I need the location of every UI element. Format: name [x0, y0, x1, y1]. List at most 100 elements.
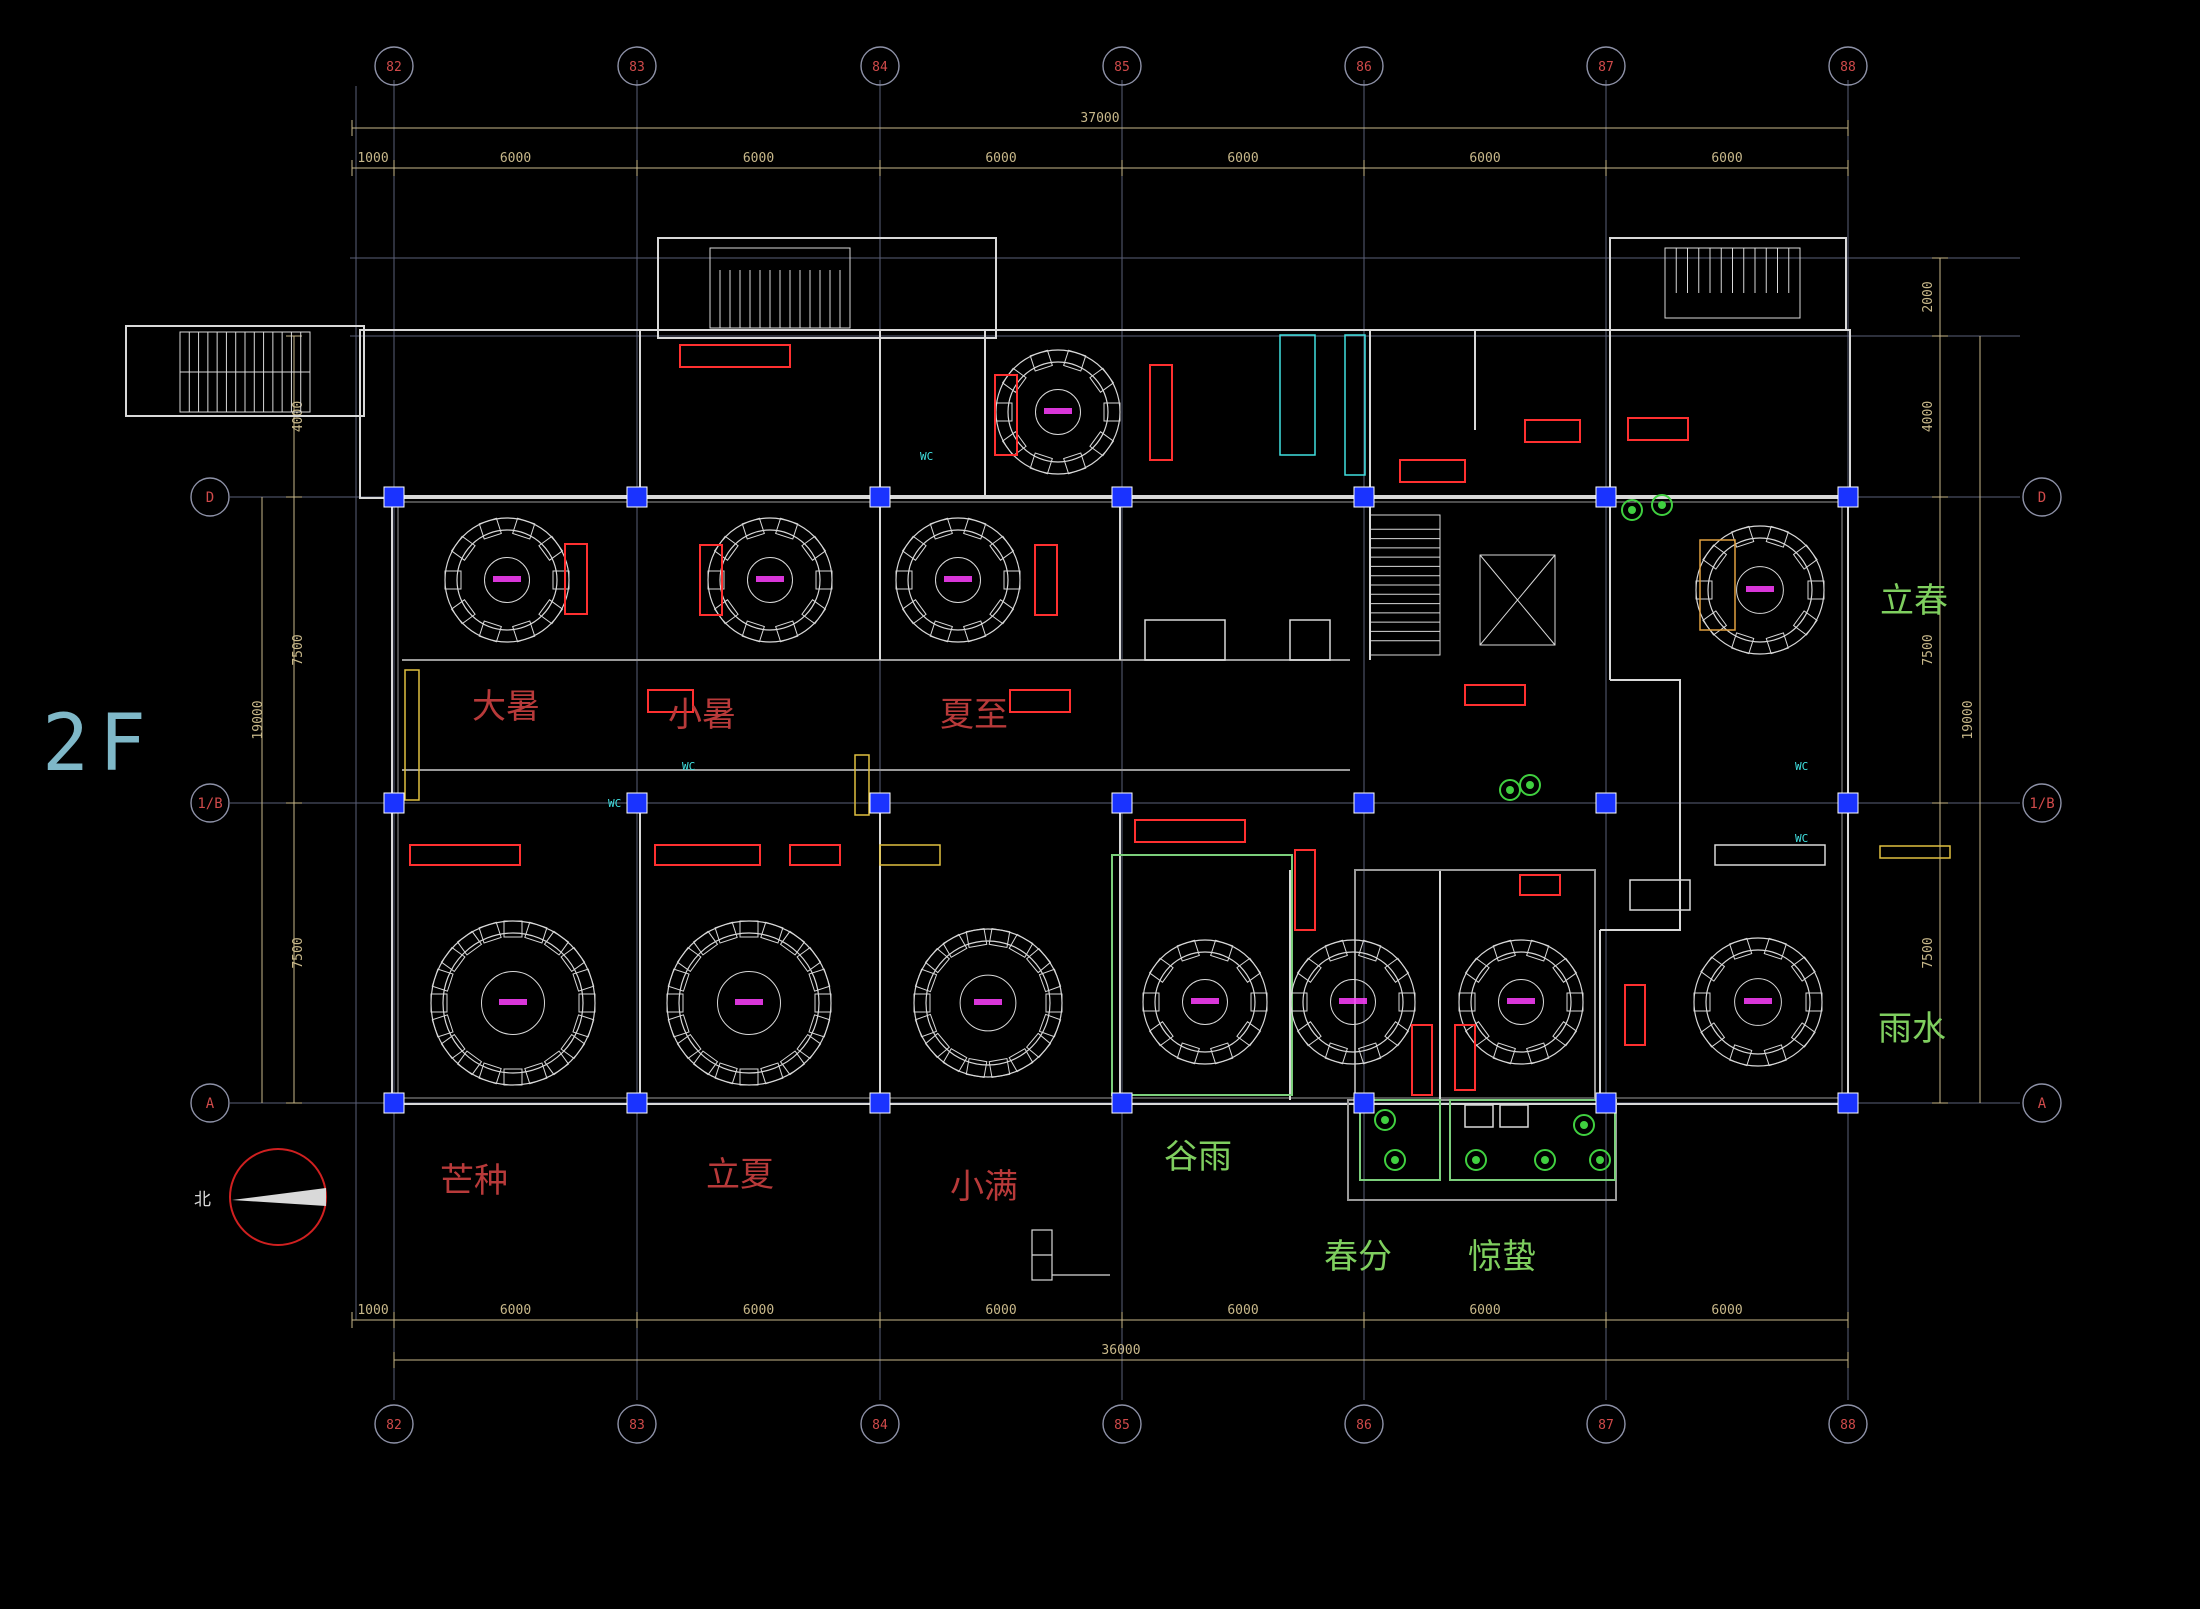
chair: [796, 1033, 822, 1060]
plant-icon: [1651, 494, 1673, 516]
dining-table: [1693, 937, 1823, 1067]
lazy-susan: [484, 557, 530, 603]
chair: [524, 1062, 548, 1085]
chair: [1063, 452, 1087, 475]
chair: [1763, 1044, 1787, 1067]
structural-column: [1111, 792, 1133, 814]
chair: [1210, 1042, 1234, 1065]
chair: [1029, 452, 1053, 475]
chair: [512, 517, 536, 540]
chair: [692, 1050, 719, 1076]
chair: [1700, 956, 1726, 982]
chair: [963, 517, 987, 540]
chair: [707, 570, 725, 590]
chair: [667, 1014, 690, 1038]
chair: [914, 1013, 938, 1038]
wc-label: WC: [920, 450, 933, 463]
chair: [543, 1050, 570, 1076]
wc-label: WC: [608, 797, 621, 810]
chair: [924, 1032, 951, 1059]
dimension-label: 6000: [1469, 1303, 1500, 1318]
chair: [1790, 1022, 1816, 1048]
dimension-label: 7500: [1921, 937, 1936, 968]
chair: [760, 1062, 784, 1085]
room-name-guyu: 谷雨: [1164, 1137, 1232, 1177]
table-tag: [1044, 408, 1072, 414]
chair: [1526, 1042, 1550, 1065]
structural-column: [869, 486, 891, 508]
dimension-label: 6000: [500, 151, 531, 166]
dimension-total-label: 19000: [1961, 700, 1976, 739]
chair: [478, 1062, 502, 1085]
lazy-susan: [1736, 566, 1784, 614]
plant-leaf: [1506, 786, 1514, 794]
chair: [1142, 992, 1160, 1012]
chair: [1700, 1022, 1726, 1048]
room-name-xiazhi: 夏至: [940, 695, 1008, 735]
chair: [572, 1014, 595, 1038]
dimension-label: 7500: [1921, 634, 1936, 665]
axis-label-87: 87: [1598, 1418, 1614, 1433]
dimension-label: 7500: [291, 634, 306, 665]
room-labels: WC WC WC WC WC: [608, 450, 1808, 845]
chair: [988, 1057, 1011, 1079]
wc-label: WC: [682, 760, 695, 773]
axis-bubble: [860, 46, 900, 86]
dimension-label: 6000: [1711, 1303, 1742, 1318]
chair: [901, 599, 927, 625]
chair: [1729, 937, 1753, 960]
plant-leaf: [1526, 781, 1534, 789]
chair: [901, 535, 927, 561]
axis-label-86: 86: [1356, 60, 1372, 75]
axis-bubble: [2022, 477, 2062, 517]
chair: [1805, 992, 1823, 1012]
axis-bubble: [190, 1083, 230, 1123]
lazy-susan: [1182, 979, 1228, 1025]
chair: [503, 1068, 523, 1086]
lazy-susan: [959, 974, 1017, 1032]
dining-table: [1458, 939, 1584, 1065]
axis-bubble: [2022, 1083, 2062, 1123]
table-tag: [1744, 998, 1772, 1004]
axis-bubble: [1586, 46, 1626, 86]
axis-label-row: A: [2038, 1096, 2047, 1112]
chair: [478, 921, 502, 944]
chair: [796, 946, 822, 973]
chair: [1790, 956, 1816, 982]
chair: [775, 620, 799, 643]
plant-icon: [1621, 499, 1643, 521]
chair: [440, 946, 466, 973]
chair: [895, 570, 913, 590]
chair: [1001, 431, 1027, 457]
structural-column: [1111, 486, 1133, 508]
chair: [1807, 580, 1825, 600]
dining-table: [1695, 525, 1825, 655]
chair: [1464, 957, 1490, 983]
chair: [1492, 939, 1516, 962]
chair: [1458, 992, 1476, 1012]
plant-leaf: [1381, 1116, 1389, 1124]
axis-label-85: 85: [1114, 60, 1130, 75]
axis-label-row: 1/B: [2029, 796, 2054, 812]
chair: [1792, 610, 1818, 636]
axis-label-row: D: [206, 490, 214, 506]
dimension-total-label: 37000: [1080, 111, 1119, 126]
chair: [1765, 632, 1789, 655]
dimension-label: 6000: [743, 151, 774, 166]
chair: [1398, 992, 1416, 1012]
chair: [1025, 947, 1052, 974]
chair: [924, 947, 951, 974]
structural-column: [626, 486, 648, 508]
dining-table: [1142, 939, 1268, 1065]
plant-leaf: [1391, 1156, 1399, 1164]
chair: [676, 1033, 702, 1060]
axis-label-83: 83: [629, 1418, 645, 1433]
dimension-label: 6000: [743, 1303, 774, 1318]
table-tag: [1191, 998, 1219, 1004]
chair: [538, 599, 564, 625]
chair: [1324, 939, 1348, 962]
chair: [1029, 349, 1053, 372]
chair: [543, 930, 570, 956]
chair: [1693, 992, 1711, 1012]
